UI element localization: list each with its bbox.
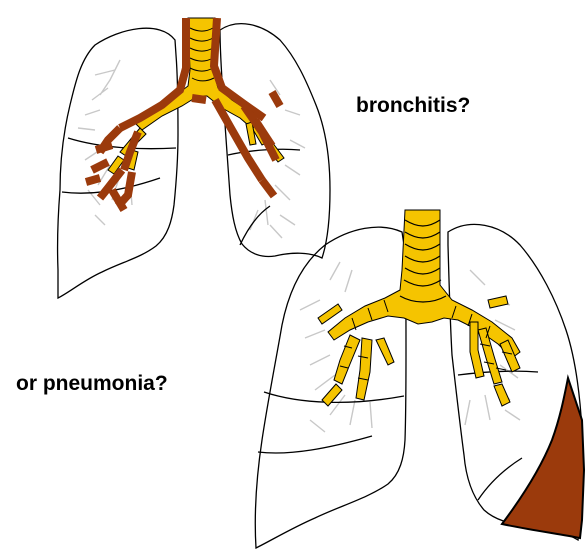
- bronchitis-label: bronchitis?: [356, 95, 470, 116]
- bronchitis-inflamed-bronchi: [86, 18, 280, 210]
- pneumonia-bronchi: [318, 210, 520, 406]
- pneumonia-lungs: [255, 210, 584, 548]
- pneumonia-label: or pneumonia?: [16, 373, 168, 394]
- bronchitis-lungs: [58, 18, 330, 298]
- pneumonia-consolidation: [502, 378, 584, 538]
